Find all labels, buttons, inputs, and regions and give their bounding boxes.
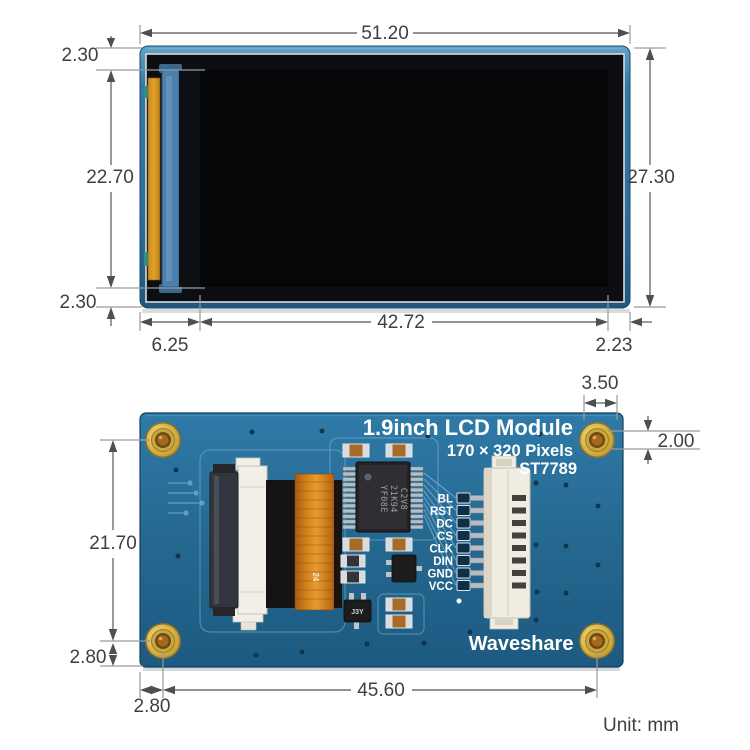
module-controller: ST7789 (519, 460, 577, 478)
dim-label-2-23: 2.23 (596, 335, 633, 356)
dim-label-3-50: 3.50 (582, 373, 619, 394)
dim-label-top-2-30: 2.30 (62, 45, 99, 66)
pin1-silk-dot (456, 598, 462, 604)
dim-label-6-25: 6.25 (152, 335, 189, 356)
front-pcb-shadow (142, 309, 630, 313)
jst-connector (483, 455, 531, 630)
dim-pad-diameter: 3.50 (582, 373, 619, 420)
back-texts: 1.9inch LCD Module 170 × 320 Pixels ST77… (363, 415, 577, 655)
dim-hole-diameter: 2.00 (608, 416, 700, 464)
dim-label-h-2-80: 2.80 (134, 696, 171, 717)
pin-leads (469, 495, 485, 589)
front-active-area (200, 70, 608, 287)
module-title: 1.9inch LCD Module (363, 415, 573, 440)
pin-label-rst: RST (430, 506, 453, 518)
pin-label-cs: CS (437, 531, 453, 543)
pin-label-gnd: GND (427, 569, 453, 581)
sot23-transistor: J3Y (343, 593, 372, 629)
dim-label-2-00: 2.00 (658, 431, 695, 452)
transistor-marking: J3Y (351, 609, 364, 616)
fpc-connector (209, 457, 268, 631)
dim-front-height: 27.30 (627, 47, 675, 308)
hole-top-left (144, 421, 182, 459)
jst-slots (512, 495, 526, 589)
dim-front-bottom: 6.25 42.72 2.23 (139, 295, 652, 356)
ic-marking-line1: YF08E (378, 485, 388, 513)
sot23-regulator (386, 554, 422, 583)
dim-label-27-30: 27.30 (627, 167, 675, 188)
ic-logo-mark (364, 473, 372, 481)
brand-logo-text: Waveshare (469, 633, 574, 655)
pin-label-vcc: VCC (429, 581, 453, 593)
back-silkscreen (168, 428, 601, 658)
vias (173, 428, 601, 658)
pin-label-dc: DC (436, 519, 453, 531)
pin-header-area: BL RST DC CS CLK DIN GND VCC (427, 455, 531, 630)
hole-top-right (578, 421, 616, 459)
front-view: 51.20 2.30 22.70 2.30 27. (60, 23, 675, 356)
dim-label-22-70: 22.70 (86, 167, 134, 188)
dim-label-51-20: 51.20 (361, 23, 409, 44)
ic-marking-line2: 21K94 (388, 485, 398, 513)
back-pcb-shadow (143, 667, 620, 671)
unit-note: Unit: mm (603, 715, 679, 736)
front-flex-driver (144, 64, 200, 293)
pin-label-bl: BL (438, 494, 453, 506)
back-view: 24 YF08E 21K94 C2V8 (70, 373, 700, 717)
flex-cable: 24 (266, 473, 342, 611)
dim-front-left: 2.30 22.70 2.30 (60, 36, 205, 326)
dim-label-v-2-80: 2.80 (70, 647, 107, 668)
dim-back-left: 21.70 2.80 (70, 439, 150, 668)
dim-label-21-70: 21.70 (89, 533, 137, 554)
front-pcb (139, 45, 631, 313)
flex-marking: 24 (311, 573, 320, 582)
pin-label-clk: CLK (429, 544, 453, 556)
dim-label-bottom-2-30: 2.30 (60, 292, 97, 313)
ic-marking-line3: C2V8 (398, 488, 408, 510)
smd-components: J3Y (340, 443, 422, 629)
dim-label-42-72: 42.72 (377, 312, 425, 333)
dim-front-width: 51.20 (139, 23, 631, 44)
driver-ic: YF08E 21K94 C2V8 (342, 461, 424, 533)
pin-label-din: DIN (433, 556, 453, 568)
module-resolution: 170 × 320 Pixels (447, 442, 573, 460)
dim-back-bottom: 2.80 45.60 (134, 652, 598, 717)
dim-label-45-60: 45.60 (357, 680, 405, 701)
chip-to-header-traces (423, 472, 457, 586)
